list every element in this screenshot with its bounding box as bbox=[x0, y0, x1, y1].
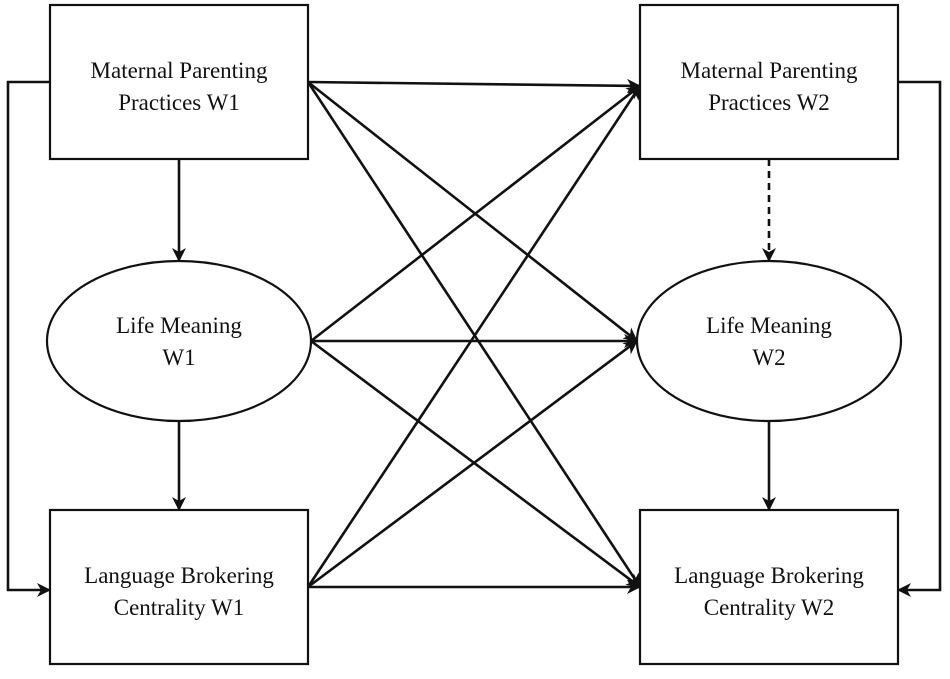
node-label-line2: Practices W2 bbox=[708, 90, 830, 115]
node-box bbox=[48, 3, 310, 161]
node-label-line1: Language Brokering bbox=[674, 563, 864, 588]
arrow-lm-w1-to-lbc-w2 bbox=[310, 339, 641, 589]
node-language-brokering-w1: Language Brokering Centrality W1 bbox=[48, 508, 310, 666]
node-box bbox=[638, 508, 900, 666]
node-label-line2: Centrality W1 bbox=[114, 595, 245, 620]
node-label-line2: Practices W1 bbox=[118, 90, 240, 115]
node-label-line2: W2 bbox=[752, 345, 785, 370]
node-ellipse bbox=[45, 259, 313, 423]
node-label-line1: Maternal Parenting bbox=[681, 58, 858, 83]
node-label-line2: Centrality W2 bbox=[704, 595, 835, 620]
arrow-mpp-w2-to-lbc-w2 bbox=[897, 80, 942, 597]
node-label-line1: Life Meaning bbox=[706, 313, 832, 338]
node-life-meaning-w1: Life Meaning W1 bbox=[45, 259, 313, 423]
node-label-line1: Maternal Parenting bbox=[91, 58, 268, 83]
edges-layer bbox=[6, 78, 942, 597]
node-box bbox=[638, 3, 900, 161]
node-language-brokering-w2: Language Brokering Centrality W2 bbox=[638, 508, 900, 666]
arrow-lbc-w1-to-mpp-w2 bbox=[306, 85, 642, 588]
node-maternal-parenting-w1: Maternal Parenting Practices W1 bbox=[48, 3, 310, 161]
node-box bbox=[48, 508, 310, 666]
node-maternal-parenting-w2: Maternal Parenting Practices W2 bbox=[638, 3, 900, 161]
node-label-line1: Life Meaning bbox=[116, 313, 242, 338]
arrow-mpp-w1-to-mpp-w2 bbox=[307, 78, 641, 93]
arrow-lbc-w1-to-lm-w2 bbox=[307, 339, 638, 589]
arrow-lm-w1-to-mpp-w2 bbox=[310, 84, 641, 343]
node-label-line1: Language Brokering bbox=[84, 563, 274, 588]
node-label-line2: W1 bbox=[162, 345, 195, 370]
node-ellipse bbox=[635, 259, 903, 423]
arrow-mpp-w1-to-lm-w2 bbox=[307, 80, 638, 343]
node-life-meaning-w2: Life Meaning W2 bbox=[635, 259, 903, 423]
arrow-mpp-w1-to-lbc-w1 bbox=[6, 80, 51, 597]
